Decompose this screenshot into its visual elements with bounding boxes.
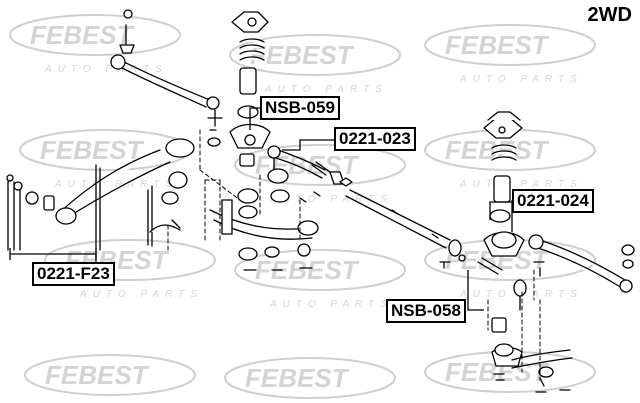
drag-link-left <box>110 9 223 127</box>
lower-right-arm <box>511 349 573 393</box>
watermark-brand: FEBEST <box>445 30 550 60</box>
tie-rod-end-0221-024 <box>477 234 635 311</box>
watermark-tagline: AUTO PARTS <box>459 74 583 85</box>
assembly-guides <box>167 129 541 381</box>
left-bracket <box>6 164 188 251</box>
leader-nsb-058 <box>467 270 484 311</box>
watermark-tagline: AUTO PARTS <box>264 84 388 95</box>
watermark-tagline: AUTO PARTS <box>79 289 203 300</box>
watermark-tile: FEBEST <box>224 357 396 399</box>
watermark-tagline: AUTO PARTS <box>269 299 393 310</box>
leader-lines <box>9 107 513 311</box>
watermark-brand: FEBEST <box>40 135 145 165</box>
tie-rod-end-0221-023 <box>267 145 331 203</box>
watermark-brand: FEBEST <box>30 20 135 50</box>
watermark-tile: FEBEST <box>24 354 196 396</box>
idler-arm-right <box>483 111 525 381</box>
watermark-brand: FEBEST <box>250 40 355 70</box>
watermark-tile: FEBEST AUTO PARTS <box>229 34 401 95</box>
watermark-tile: FEBEST AUTO PARTS <box>424 24 596 85</box>
watermark-tagline: AUTO PARTS <box>269 194 393 205</box>
callout-nsb-058: NSB-058 <box>386 299 466 323</box>
leader-0221-023 <box>282 139 334 151</box>
callout-nsb-059: NSB-059 <box>260 96 340 120</box>
watermark-tile: FEBEST AUTO PARTS <box>9 14 181 75</box>
leader-nsb-059 <box>249 107 260 130</box>
watermark-tagline: AUTO PARTS <box>459 179 583 190</box>
callout-0221-023: 0221-023 <box>334 127 416 151</box>
watermark-brand: FEBEST <box>245 363 350 393</box>
idler-arm-center <box>207 11 271 167</box>
callout-0221-024: 0221-024 <box>512 189 594 213</box>
watermark-tagline: AUTO PARTS <box>44 64 168 75</box>
callout-0221-f23: 0221-F23 <box>32 262 115 286</box>
watermark-tile: FEBEST AUTO PARTS <box>19 129 191 190</box>
watermark-tagline: AUTO PARTS <box>54 179 178 190</box>
watermark-brand: FEBEST <box>45 360 150 390</box>
upper-control-arm <box>43 138 195 225</box>
leader-0221-f23-bracket <box>9 248 97 260</box>
drive-variant-label: 2WD <box>587 4 632 26</box>
center-link <box>209 168 319 271</box>
center-rod <box>329 171 466 269</box>
